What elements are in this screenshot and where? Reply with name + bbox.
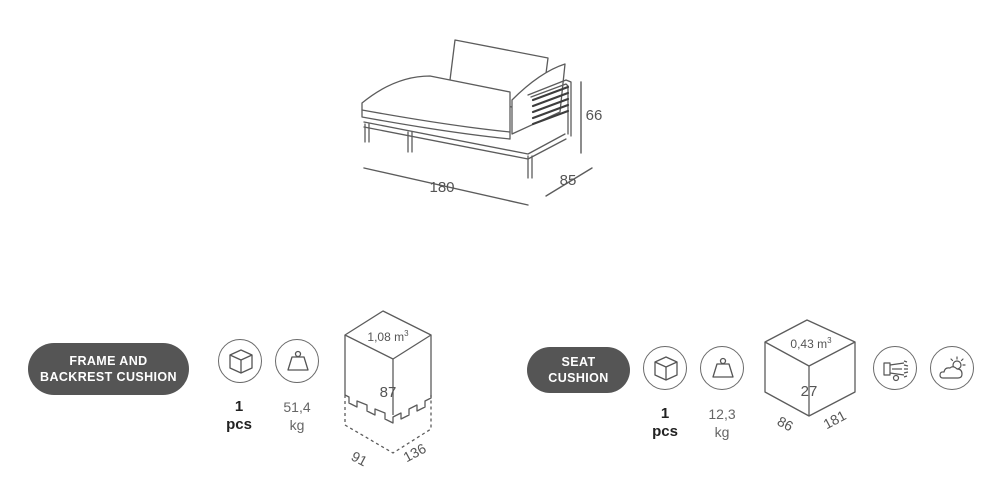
- package-label-frame: FRAME AND BACKREST CUSHION: [28, 343, 189, 395]
- dimension-width: 180: [429, 179, 454, 196]
- weather-icon: [930, 346, 974, 390]
- weight-icon: [700, 346, 744, 390]
- package-label-line1: FRAME AND: [69, 354, 148, 368]
- box-height: 27: [801, 383, 818, 400]
- weight-icon: [275, 339, 319, 383]
- package-label-line2: CUSHION: [548, 371, 609, 385]
- box-volume: 0,43 m3: [790, 336, 832, 351]
- box-width: 86: [775, 413, 796, 435]
- dimension-depth: 85: [560, 172, 577, 189]
- box-volume: 1,08 m3: [367, 329, 409, 344]
- package-box-frame: 1,08 m3 87 91 136: [344, 310, 432, 470]
- package-label-line2: BACKREST CUSHION: [40, 370, 177, 384]
- chaise-longue-drawing: 180 85 66: [361, 39, 603, 206]
- box-depth: 136: [401, 440, 429, 465]
- box-height: 87: [380, 384, 397, 401]
- package-weight: 51,4 kg: [283, 399, 311, 433]
- dimension-height: 66: [586, 107, 603, 124]
- package-box-seat: 0,43 m3 27 86 181: [764, 319, 856, 435]
- box-depth: 181: [821, 407, 849, 432]
- package-weight: 12,3 kg: [708, 406, 736, 440]
- pieces-count: 1 pcs: [652, 405, 678, 440]
- box-icon: [643, 346, 687, 390]
- zipper-cover-icon: [873, 346, 917, 390]
- box-icon: [218, 339, 262, 383]
- pieces-count: 1 pcs: [226, 398, 252, 433]
- seat-cushion: [361, 75, 511, 133]
- package-label-seat: SEAT CUSHION: [527, 347, 630, 393]
- package-label-line1: SEAT: [561, 355, 596, 369]
- box-width: 91: [349, 448, 370, 470]
